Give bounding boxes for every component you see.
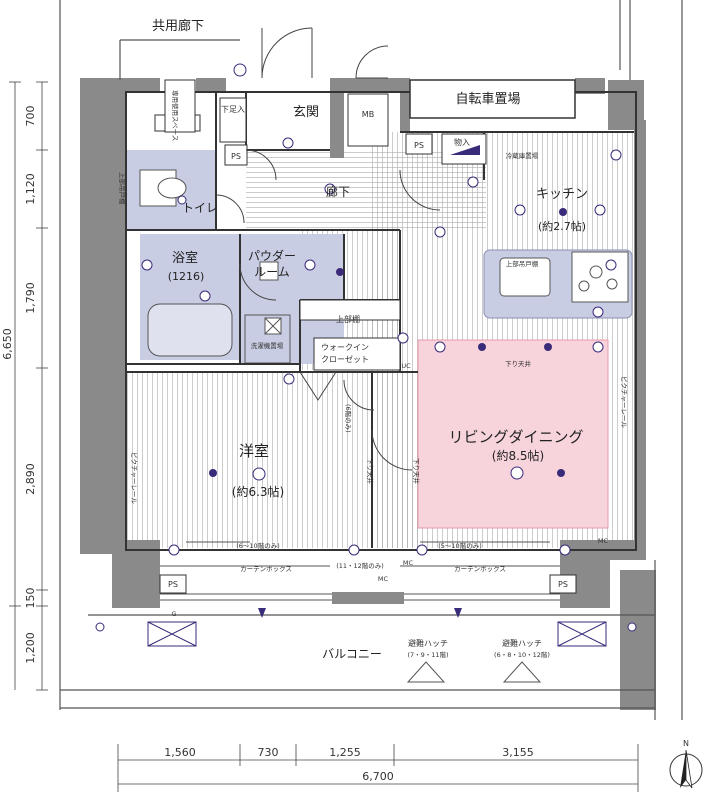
dim-left-4: 2,890: [24, 463, 37, 495]
living-highlight: [417, 339, 609, 529]
label-hatch-1-note: (7・9・11階): [407, 650, 448, 659]
label-picture-rail-1: ピクチャーレール: [130, 452, 138, 504]
label-upper-cabinet-2: 上部吊戸棚: [118, 172, 127, 205]
dim-bottom-3: 1,255: [329, 746, 361, 759]
label-western-size: (約6.3帖): [232, 484, 284, 499]
label-kitchen-size: (約2.7帖): [538, 219, 586, 233]
label-powder-2: ルーム: [254, 265, 290, 279]
label-floor-note-1: (6～10階のみ): [236, 541, 279, 550]
light-fixtures: [95, 63, 637, 632]
label-mc-3: MC: [598, 537, 609, 545]
label-bicycle: 自転車置場: [455, 92, 520, 107]
dimension-lines: [9, 81, 639, 792]
dim-bottom-4: 3,155: [502, 746, 534, 759]
label-kitchen: キッチン: [536, 187, 588, 202]
label-balcony: バルコニー: [322, 647, 382, 661]
label-bath-size: (1216): [168, 270, 205, 283]
dim-bottom-total: 6,700: [362, 770, 394, 783]
label-picture-rail-2: ピクチャーレール: [620, 376, 628, 428]
label-curtain-1: カーテンボックス: [240, 565, 292, 573]
label-drop-ceiling-2: 下り天井: [366, 458, 375, 485]
label-floor-note-3: (11・12階のみ): [336, 561, 384, 570]
label-toilet: トイレ: [182, 201, 218, 215]
label-exclusive-space: 専用使用スペース: [171, 90, 180, 141]
label-mc-1: MC: [403, 559, 414, 567]
label-floor-note-2: (5～10階のみ): [438, 541, 481, 550]
label-bath: 浴室: [172, 250, 198, 266]
label-hatch-1: 避難ハッチ: [408, 638, 448, 648]
label-living: リビングダイニング: [448, 428, 583, 446]
north-arrow: [669, 749, 703, 789]
label-ps-b: PS: [414, 141, 424, 150]
dim-left-6: 1,200: [24, 632, 37, 664]
label-mb: MB: [362, 110, 374, 119]
label-uc: UC: [401, 362, 411, 370]
label-walkin-2: クローゼット: [321, 354, 369, 364]
doors: [215, 27, 441, 471]
label-walkin: ウォークイン: [321, 343, 369, 352]
dim-left-total: 6,650: [1, 328, 14, 360]
label-hatch-2: 避難ハッチ: [502, 638, 542, 648]
label-g: G: [171, 610, 176, 618]
label-upper-cabinet: 上部吊戸棚: [506, 259, 539, 268]
dim-bottom-1: 1,560: [164, 746, 196, 759]
label-floor-note-4: (6階のみ): [344, 404, 353, 433]
label-drop-ceiling-3: 下り天井: [412, 458, 421, 485]
label-ps-c: PS: [168, 580, 178, 589]
label-mc-2: MC: [378, 575, 389, 583]
label-living-size: (約8.5帖): [492, 448, 544, 463]
label-ps-a: PS: [231, 152, 241, 161]
dim-left-1: 700: [24, 106, 37, 127]
label-washer: 洗濯機置場: [251, 341, 284, 350]
label-common-corridor: 共用廊下: [152, 18, 204, 34]
western-floor: [126, 372, 418, 548]
label-hallway: 廊下: [326, 184, 350, 199]
label-powder: パウダー: [248, 248, 296, 263]
bathtub: [147, 303, 233, 357]
sink: [499, 257, 551, 297]
label-ps-d: PS: [558, 580, 568, 589]
label-curtain-2: カーテンボックス: [454, 565, 506, 573]
label-drop-ceiling-1: 下り天井: [505, 359, 532, 368]
label-hatch-2-note: (6・8・10・12階): [494, 650, 550, 659]
label-shoe-box: 下足入: [221, 105, 245, 114]
label-storage: 物入: [454, 137, 470, 147]
north-label: N: [683, 739, 689, 748]
dim-left-2: 1,120: [24, 173, 37, 205]
label-upper-shelf: 上部棚: [336, 314, 360, 324]
label-fridge: 冷蔵庫置場: [506, 151, 539, 160]
dim-bottom-2: 730: [258, 746, 279, 759]
label-western: 洋室: [239, 442, 269, 460]
dim-left-3: 1,790: [24, 282, 37, 314]
dim-left-5: 150: [24, 588, 37, 609]
label-entrance: 玄関: [293, 105, 319, 120]
